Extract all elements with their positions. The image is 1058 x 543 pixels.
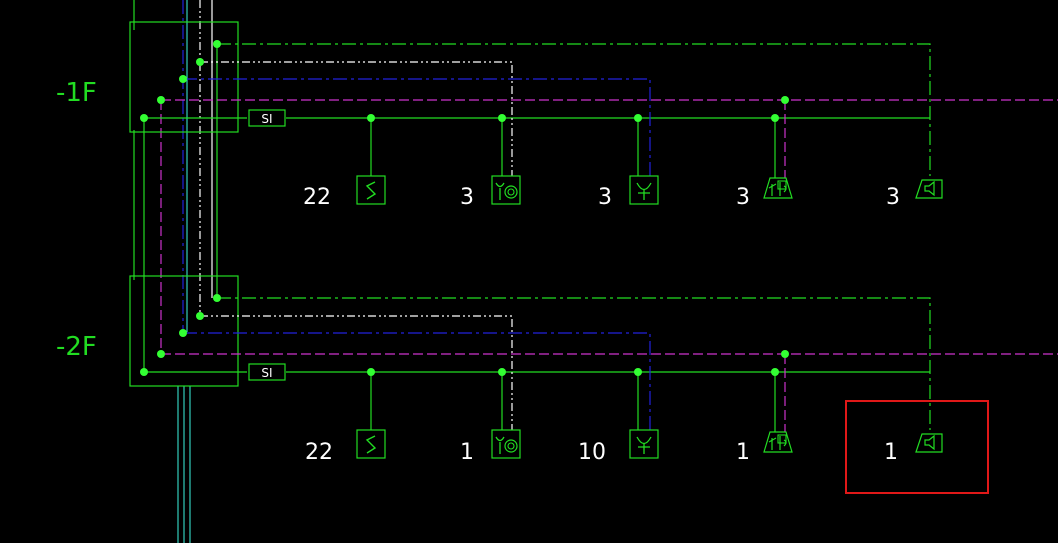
- symbol-frame: [629, 175, 659, 205]
- junction-dot: [367, 368, 375, 376]
- io-module-icon: [763, 177, 793, 199]
- device-count: 1: [460, 440, 474, 465]
- smoke-detector-icon: [356, 429, 386, 459]
- junction-dot: [140, 368, 148, 376]
- si-label: SI: [261, 112, 272, 126]
- symbol-stroke: [636, 182, 652, 200]
- symbol-frame: [356, 175, 386, 205]
- symbol-frame: [629, 429, 659, 459]
- junction-dot: [771, 368, 779, 376]
- bus-line: [200, 61, 513, 176]
- floor-section-minus-2f: -2F SI 22 1 10 1 1: [56, 275, 1058, 465]
- junction-dot: [781, 350, 789, 358]
- si-box: [248, 363, 286, 381]
- symbol-frame: [763, 431, 793, 453]
- symbol-stroke: [507, 442, 515, 450]
- fire-alarm-button-icon: [491, 175, 521, 205]
- junction-dot: [367, 114, 375, 122]
- junction-dot: [213, 294, 221, 302]
- symbol-stroke: [924, 180, 935, 197]
- bus-line: [183, 78, 651, 176]
- symbol-frame: [356, 429, 386, 459]
- junction-dot: [179, 75, 187, 83]
- si-box: [248, 109, 286, 127]
- floor-label: -1F: [56, 78, 97, 108]
- symbol-frame: [491, 429, 521, 459]
- io-module-icon: [763, 431, 793, 453]
- junction-box: [129, 275, 239, 387]
- symbol-stroke: [365, 181, 377, 200]
- device-count: 1: [736, 440, 750, 465]
- device-count: 3: [736, 185, 750, 210]
- junction-dot: [213, 40, 221, 48]
- device-count: 3: [460, 185, 474, 210]
- junction-dot: [771, 114, 779, 122]
- symbol-stroke: [768, 182, 787, 196]
- junction-box: [129, 21, 239, 133]
- symbol-stroke: [507, 188, 515, 196]
- bus-line: [217, 43, 931, 176]
- device-count: 22: [303, 185, 331, 210]
- symbol-frame: [763, 177, 793, 199]
- bus-line: [200, 315, 513, 430]
- smoke-detector-icon: [356, 175, 386, 205]
- junction-dot: [179, 329, 187, 337]
- si-label: SI: [261, 366, 272, 380]
- device-count: 1: [884, 440, 898, 465]
- symbol-stroke: [495, 182, 505, 200]
- symbol-stroke: [777, 180, 787, 190]
- fire-alarm-button-icon: [491, 429, 521, 459]
- symbol-frame: [491, 175, 521, 205]
- symbol-stroke: [504, 185, 518, 199]
- bus-line: [183, 332, 651, 430]
- junction-dot: [498, 368, 506, 376]
- junction-dot: [140, 114, 148, 122]
- speaker-icon: [915, 179, 943, 199]
- hydrant-button-icon: [629, 429, 659, 459]
- junction-dot: [157, 96, 165, 104]
- junction-dot: [157, 350, 165, 358]
- floor-label: -2F: [56, 332, 97, 362]
- symbol-frame: [915, 179, 943, 199]
- device-count: 3: [598, 185, 612, 210]
- device-count: 3: [886, 185, 900, 210]
- bus-line: [217, 297, 931, 430]
- selection-highlight-box: [845, 400, 989, 494]
- symbol-stroke: [504, 439, 518, 453]
- symbol-frame: [915, 433, 943, 453]
- speaker-icon: [915, 433, 943, 453]
- symbol-stroke: [365, 435, 377, 454]
- floor-section-minus-1f: -1F SI 22 3 3 3 3: [56, 21, 1058, 210]
- device-count: 10: [578, 440, 606, 465]
- symbol-stroke: [495, 436, 505, 454]
- junction-dot: [634, 114, 642, 122]
- junction-dot: [781, 96, 789, 104]
- symbol-stroke: [777, 434, 787, 444]
- junction-dot: [498, 114, 506, 122]
- junction-dot: [196, 312, 204, 320]
- junction-dot: [634, 368, 642, 376]
- symbol-stroke: [924, 434, 935, 451]
- junction-dot: [196, 58, 204, 66]
- symbol-stroke: [636, 436, 652, 454]
- device-count: 22: [305, 440, 333, 465]
- hydrant-button-icon: [629, 175, 659, 205]
- symbol-stroke: [768, 436, 787, 450]
